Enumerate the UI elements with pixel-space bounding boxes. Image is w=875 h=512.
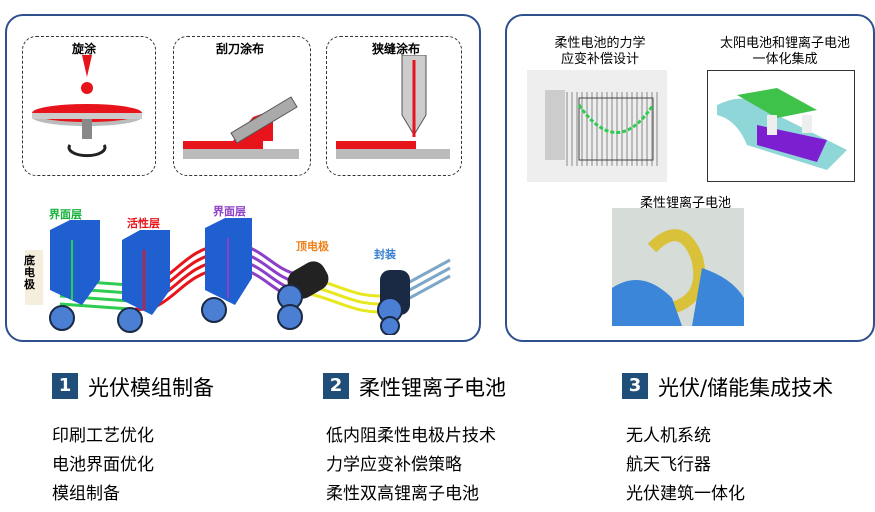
integration-title: 太阳电池和锂离子电池 一体化集成 (700, 36, 870, 68)
right-panel (505, 14, 875, 342)
section-2-item: 低内阻柔性电极片技术 (326, 426, 496, 446)
spin-coating-box (22, 36, 156, 176)
section-1-item: 模组制备 (52, 484, 120, 504)
section-2-number: 2 (323, 373, 349, 399)
section-3-item: 航天飞行器 (626, 455, 711, 475)
section-2-title: 柔性锂离子电池 (359, 376, 506, 400)
integration-image (707, 70, 855, 182)
strain-compensation-image: /*no-op*/ (527, 70, 667, 182)
section-1-item: 印刷工艺优化 (52, 426, 154, 446)
label-interface-layer-2: 界面层 (213, 205, 246, 218)
strain-title-line1: 柔性电池的力学 (554, 36, 646, 51)
section-3-title: 光伏/储能集成技术 (658, 376, 834, 400)
section-3-item: 无人机系统 (626, 426, 711, 446)
slot-die-coating-label: 狭缝涂布 (372, 42, 421, 56)
strain-design-title: 柔性电池的力学 应变补偿设计 (530, 36, 670, 68)
slot-die-coating-box (326, 36, 462, 176)
flex-battery-title: 柔性锂离子电池 (640, 196, 732, 211)
blade-coating-box (173, 36, 311, 176)
integration-title-line2: 一体化集成 (752, 52, 818, 67)
section-1-title: 光伏模组制备 (88, 376, 214, 400)
section-2-item: 力学应变补偿策略 (326, 455, 462, 475)
left-panel (5, 14, 481, 342)
section-3-item: 光伏建筑一体化 (626, 484, 745, 504)
section-1-item: 电池界面优化 (52, 455, 154, 475)
blade-coating-illustration (183, 96, 299, 159)
integration-title-line1: 太阳电池和锂离子电池 (719, 36, 850, 51)
section-1-number: 1 (52, 373, 78, 399)
label-top-electrode: 顶电极 (296, 240, 329, 253)
section-2-item: 柔性双高锂离子电池 (326, 484, 479, 504)
label-encapsulation: 封装 (374, 248, 396, 261)
slot-die-illustration (336, 55, 450, 159)
section-3-number: 3 (622, 373, 648, 399)
strain-title-line2: 应变补偿设计 (560, 52, 639, 67)
flex-battery-photo (612, 208, 744, 326)
spin-coating-label: 旋涂 (72, 42, 97, 56)
label-interface-layer-1: 界面层 (49, 208, 82, 221)
blade-coating-label: 刮刀涂布 (216, 42, 265, 56)
label-active-layer: 活性层 (127, 217, 160, 230)
spin-coating-illustration (32, 55, 142, 158)
roll-to-roll-illustration (25, 218, 451, 335)
label-bottom-electrode: 底电极 (24, 254, 35, 291)
